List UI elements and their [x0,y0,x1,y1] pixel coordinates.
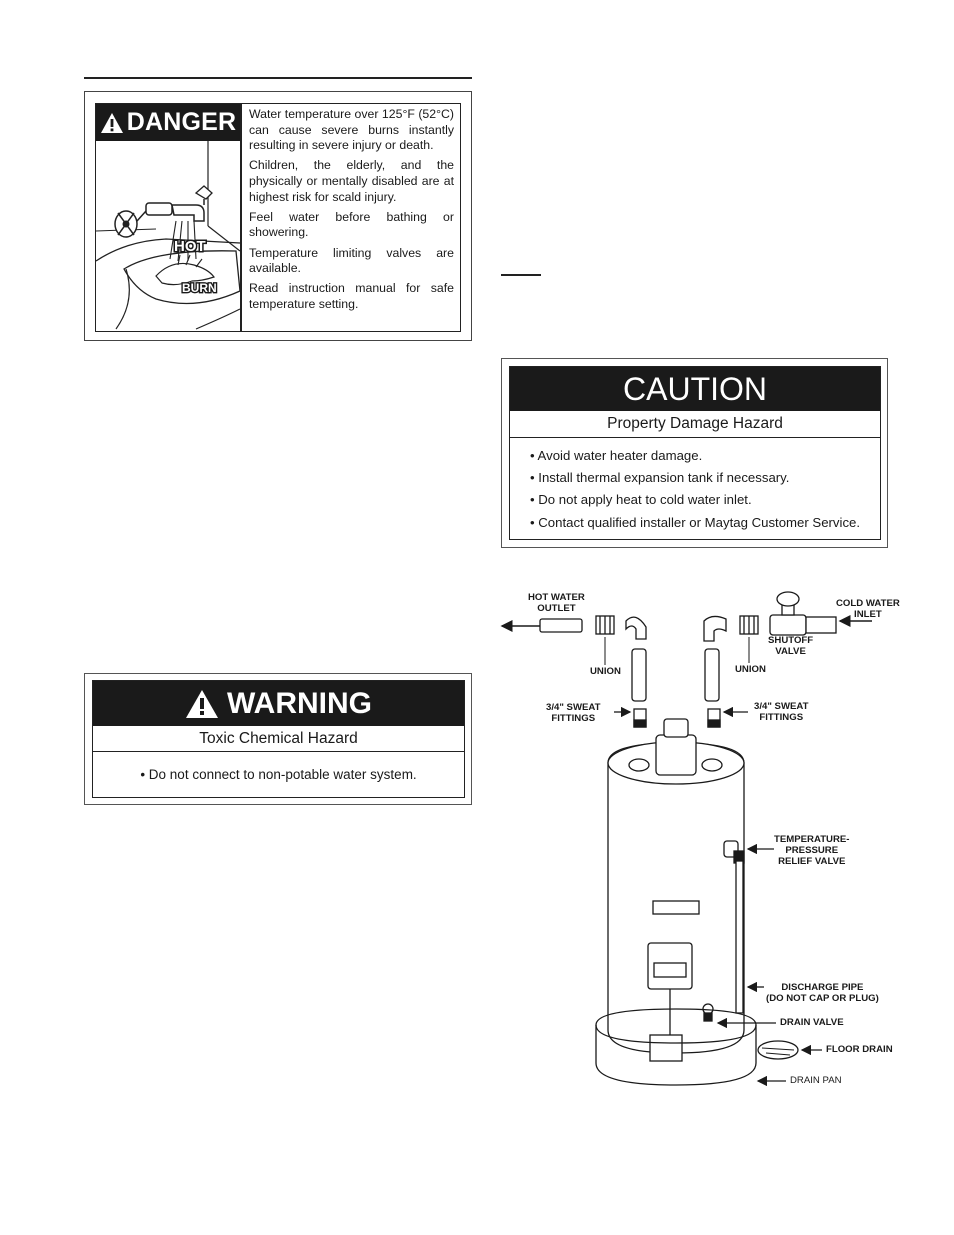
danger-paragraph: Water temperature over 125°F (52°C) can … [249,107,454,153]
hot-label: HOT [174,238,206,255]
caution-bullet: • Avoid water heater damage. [530,448,703,463]
floor-drain-label: FLOOR DRAIN [826,1044,893,1055]
danger-paragraph: Read instruction manual for safe tempera… [249,281,454,311]
water-heater-drawing [500,591,872,1087]
union-right-label: UNION [735,664,766,675]
union-left-label: UNION [590,666,621,677]
section-rule [501,274,541,276]
warning-label-frame [84,673,472,805]
danger-paragraph: Children, the elderly, and the physicall… [249,158,454,204]
warning-hazard-title: Toxic Chemical Hazard [93,726,464,752]
danger-paragraph: Feel water before bathing or showering. [249,209,454,240]
danger-paragraph: Temperature limiting valves are availabl… [249,245,454,276]
danger-divider [240,103,242,332]
caution-bullets: • Avoid water heater damage. • Install t… [530,445,875,534]
discharge-pipe-label: DISCHARGE PIPE(DO NOT CAP OR PLUG) [766,982,879,1004]
danger-label [95,103,461,332]
danger-header: DANGER [96,104,240,141]
caution-label [509,366,881,540]
danger-message: Water temperature over 125°F (52°C) can … [249,107,454,317]
caution-bullet: • Install thermal expansion tank if nece… [530,470,790,486]
drain-valve-label: DRAIN VALVE [780,1017,844,1028]
caution-hazard-title: Property Damage Hazard [510,411,880,438]
caution-bullet: • Contact qualified installer or Maytag … [530,514,861,530]
burn-label: BURN [182,281,217,295]
warning-bullet: • Do not connect to non-potable water sy… [140,767,417,782]
top-rule [84,77,472,79]
danger-label-frame [84,91,472,341]
caution-signal-word: CAUTION [510,367,880,411]
scald-hazard-illustration: HOT BURN [96,141,240,330]
caution-label-frame [501,358,888,548]
warning-triangle-icon [186,689,218,718]
warning-signal-word: WARNING [227,686,372,720]
warning-header: WARNING [93,681,464,726]
warning-label [92,680,465,798]
danger-signal-word: DANGER [126,108,237,136]
caution-bullet: • Do not apply heat to cold water inlet. [530,492,752,508]
warning-triangle-icon [100,112,123,133]
drain-pan-label: DRAIN PAN [790,1075,842,1086]
